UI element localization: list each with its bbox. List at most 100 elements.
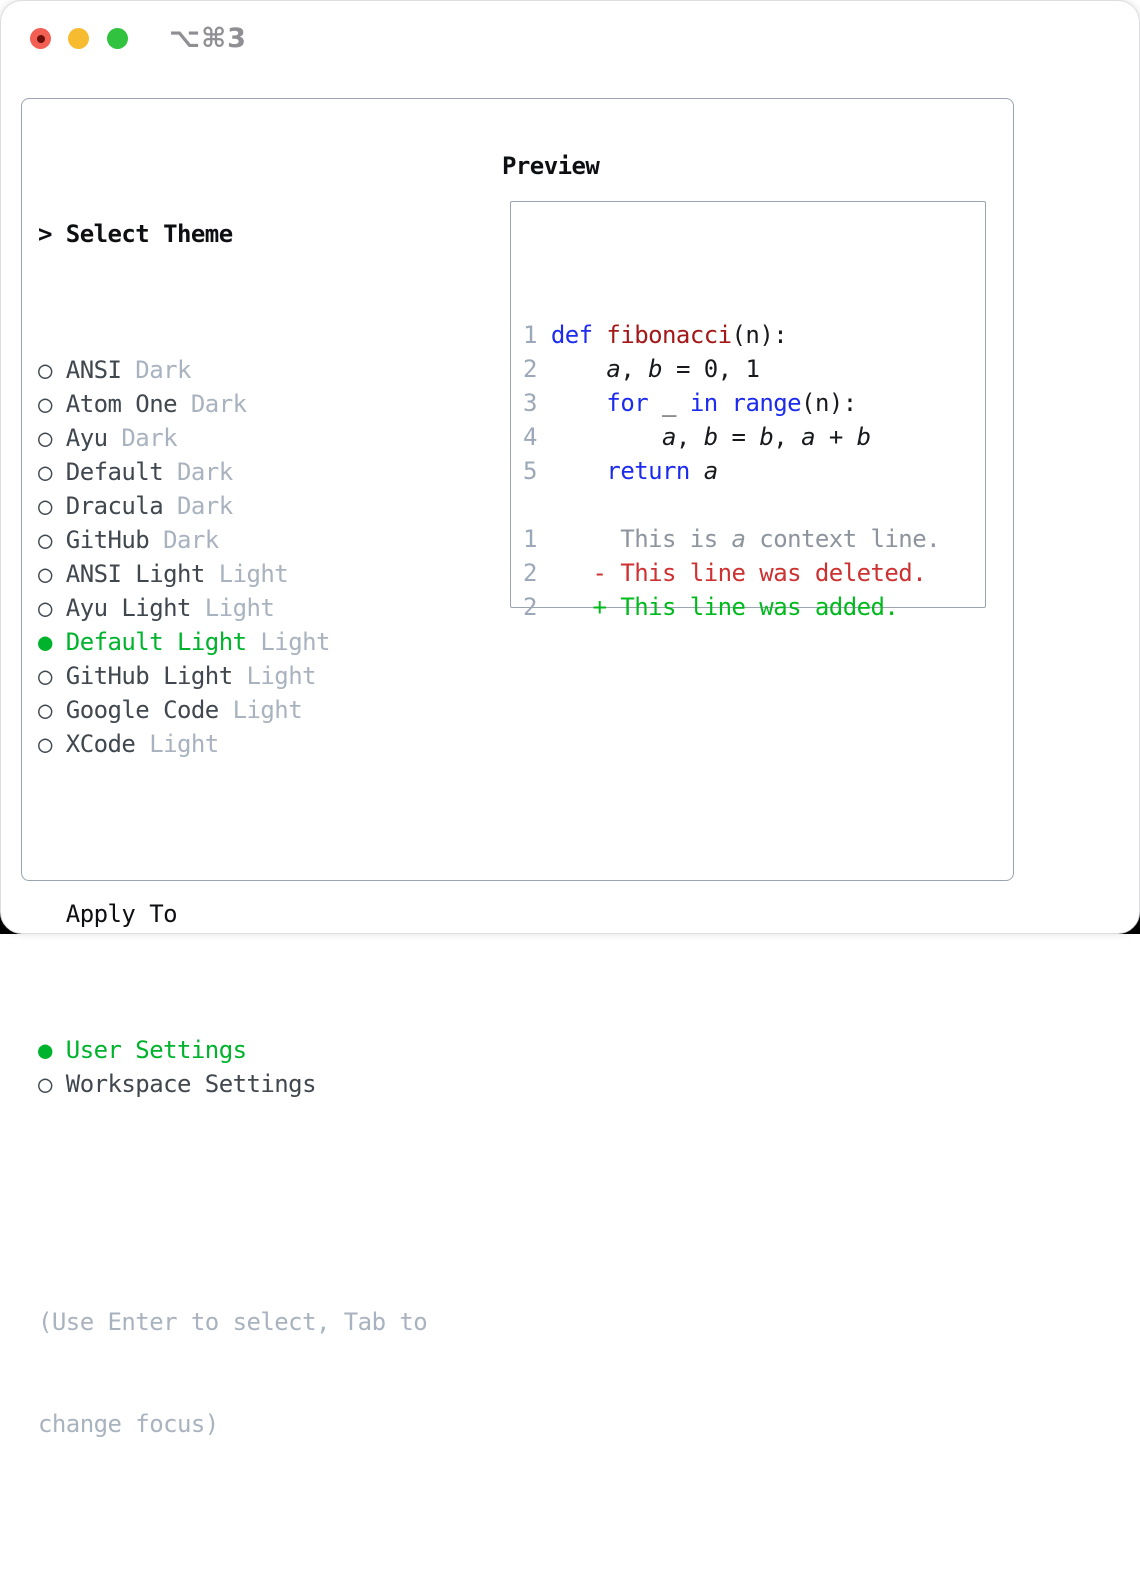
code-token: b bbox=[648, 355, 662, 383]
minimize-button[interactable] bbox=[68, 28, 89, 49]
radio-unselected-icon: ○ bbox=[38, 591, 66, 625]
code-token: range bbox=[732, 389, 802, 417]
theme-name: Ayu bbox=[66, 424, 108, 452]
code-token: + bbox=[815, 423, 857, 451]
radio-unselected-icon: ○ bbox=[38, 659, 66, 693]
code-token: - This line was deleted. bbox=[593, 559, 927, 587]
code-token: _ bbox=[648, 389, 690, 417]
theme-variant-label: Dark bbox=[163, 458, 233, 486]
theme-name: Ayu Light bbox=[66, 594, 191, 622]
theme-name: GitHub bbox=[66, 526, 149, 554]
theme-list-heading: >Select Theme bbox=[38, 217, 427, 251]
code-line: 2 - This line was deleted. bbox=[523, 556, 975, 590]
code-token bbox=[551, 389, 607, 417]
theme-item-xcode[interactable]: ○XCode Light bbox=[38, 727, 427, 761]
code-token bbox=[551, 457, 607, 485]
apply-option-user-settings[interactable]: ●User Settings bbox=[38, 1033, 427, 1067]
code-token: , bbox=[773, 423, 801, 451]
theme-variant-label: Dark bbox=[163, 492, 233, 520]
theme-item-ansi-light[interactable]: ○ANSI Light Light bbox=[38, 557, 427, 591]
code-token: a bbox=[732, 525, 746, 553]
theme-item-github[interactable]: ○GitHub Dark bbox=[38, 523, 427, 557]
code-line bbox=[523, 488, 975, 522]
code-token bbox=[551, 423, 662, 451]
line-number: 2 bbox=[523, 593, 537, 621]
theme-variant-label: Light bbox=[233, 662, 316, 690]
radio-unselected-icon: ○ bbox=[38, 387, 66, 421]
help-text-line: change focus) bbox=[38, 1407, 427, 1441]
theme-variant-label: Light bbox=[135, 730, 218, 758]
theme-variant-label: Dark bbox=[108, 424, 178, 452]
code-line: 4 a, b = b, a + b bbox=[523, 420, 975, 454]
code-token: + This line was added. bbox=[593, 593, 899, 621]
radio-unselected-icon: ○ bbox=[38, 1067, 66, 1101]
code-token: (n): bbox=[801, 389, 857, 417]
radio-unselected-icon: ○ bbox=[38, 523, 66, 557]
apply-to-list: ●User Settings○Workspace Settings bbox=[38, 1033, 427, 1101]
radio-unselected-icon: ○ bbox=[38, 727, 66, 761]
theme-variant-label: Dark bbox=[177, 390, 247, 418]
window-title: ⌥⌘3 bbox=[169, 25, 247, 53]
theme-item-github-light[interactable]: ○GitHub Light Light bbox=[38, 659, 427, 693]
zoom-button[interactable] bbox=[107, 28, 128, 49]
code-line: 1 def fibonacci(n): bbox=[523, 318, 975, 352]
radio-unselected-icon: ○ bbox=[38, 455, 66, 489]
code-token bbox=[718, 389, 732, 417]
apply-option-workspace-settings[interactable]: ○Workspace Settings bbox=[38, 1067, 427, 1101]
code-token: a bbox=[801, 423, 815, 451]
line-number: 1 bbox=[523, 321, 551, 349]
line-number: 2 bbox=[523, 355, 551, 383]
code-token: b bbox=[704, 423, 718, 451]
close-button[interactable] bbox=[30, 28, 51, 49]
theme-name: ANSI Light bbox=[66, 560, 205, 588]
theme-item-ansi[interactable]: ○ANSI Dark bbox=[38, 353, 427, 387]
theme-name: ANSI bbox=[66, 356, 122, 384]
code-token: = bbox=[718, 423, 760, 451]
code-token: return bbox=[606, 457, 689, 485]
theme-item-default-light[interactable]: ●Default Light Light bbox=[38, 625, 427, 659]
radio-selected-icon: ● bbox=[38, 625, 66, 659]
code-token: a bbox=[606, 355, 620, 383]
radio-unselected-icon: ○ bbox=[38, 353, 66, 387]
line-number: 3 bbox=[523, 389, 551, 417]
theme-item-dracula[interactable]: ○Dracula Dark bbox=[38, 489, 427, 523]
theme-list-heading-label: Select Theme bbox=[66, 220, 233, 248]
code-line: 3 for _ in range(n): bbox=[523, 386, 975, 420]
code-line: 1 This is a context line. bbox=[523, 522, 975, 556]
theme-item-default[interactable]: ○Default Dark bbox=[38, 455, 427, 489]
theme-name: Google Code bbox=[66, 696, 219, 724]
code-token bbox=[551, 355, 607, 383]
code-token: , bbox=[620, 355, 648, 383]
line-number: 4 bbox=[523, 423, 551, 451]
theme-variant-label: Dark bbox=[149, 526, 219, 554]
code-token: context line. bbox=[745, 525, 940, 553]
code-line: 2 a, b = 0, 1 bbox=[523, 352, 975, 386]
help-text: (Use Enter to select, Tab to change focu… bbox=[38, 1237, 427, 1509]
theme-variant-label: Light bbox=[191, 594, 274, 622]
focus-caret-icon: > bbox=[38, 217, 66, 251]
code-token: a bbox=[704, 457, 718, 485]
code-line: 2 + This line was added. bbox=[523, 590, 975, 624]
theme-variant-label: Light bbox=[219, 696, 302, 724]
preview-heading: Preview bbox=[502, 149, 599, 183]
code-token bbox=[690, 457, 704, 485]
code-token: def bbox=[551, 321, 593, 349]
theme-item-ayu-light[interactable]: ○Ayu Light Light bbox=[38, 591, 427, 625]
radio-unselected-icon: ○ bbox=[38, 489, 66, 523]
help-text-line: (Use Enter to select, Tab to bbox=[38, 1305, 427, 1339]
theme-item-atom-one[interactable]: ○Atom One Dark bbox=[38, 387, 427, 421]
theme-name: Dracula bbox=[66, 492, 163, 520]
code-token: This is bbox=[537, 525, 732, 553]
code-token: , bbox=[676, 423, 704, 451]
line-number: 2 bbox=[523, 559, 537, 587]
theme-item-google-code[interactable]: ○Google Code Light bbox=[38, 693, 427, 727]
code-token: in bbox=[690, 389, 718, 417]
theme-name: Default bbox=[66, 458, 163, 486]
code-token bbox=[593, 321, 607, 349]
theme-name: Default Light bbox=[66, 628, 247, 656]
theme-item-ayu[interactable]: ○Ayu Dark bbox=[38, 421, 427, 455]
apply-option-label: Workspace Settings bbox=[66, 1070, 316, 1098]
theme-panel: >Select Theme ○ANSI Dark○Atom One Dark○A… bbox=[38, 149, 427, 1577]
